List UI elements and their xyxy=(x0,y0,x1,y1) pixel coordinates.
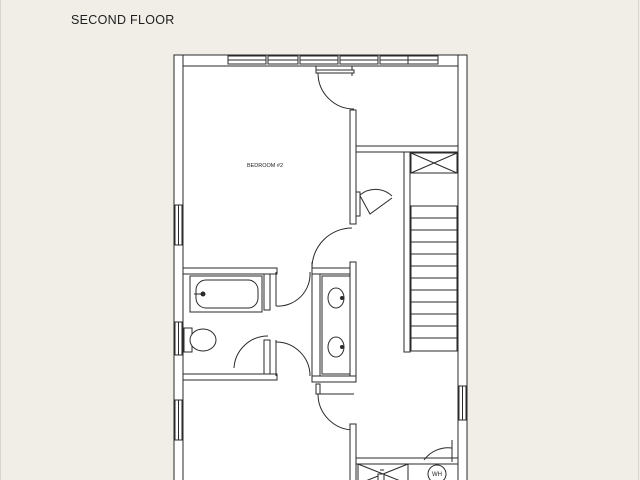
bedroom-east-wall xyxy=(349,109,357,225)
closet-door xyxy=(355,188,393,217)
utility-area xyxy=(355,440,459,480)
bathroom-doors xyxy=(233,271,311,377)
staircase xyxy=(403,151,458,353)
bedroom-2-label: BEDROOM #2 xyxy=(247,163,283,169)
hall-wall xyxy=(355,145,459,153)
bedroom-door-top xyxy=(315,66,355,110)
lower-bedroom-door xyxy=(315,383,357,480)
bathtub xyxy=(189,275,263,313)
vanity xyxy=(311,261,357,383)
toilet xyxy=(183,327,217,353)
top-windows xyxy=(227,55,439,76)
water-heater-label: WH xyxy=(432,472,442,478)
left-windows xyxy=(174,204,183,441)
right-window xyxy=(458,385,467,421)
bathroom-walls xyxy=(182,267,278,381)
floor-title: SECOND FLOOR xyxy=(71,13,175,27)
